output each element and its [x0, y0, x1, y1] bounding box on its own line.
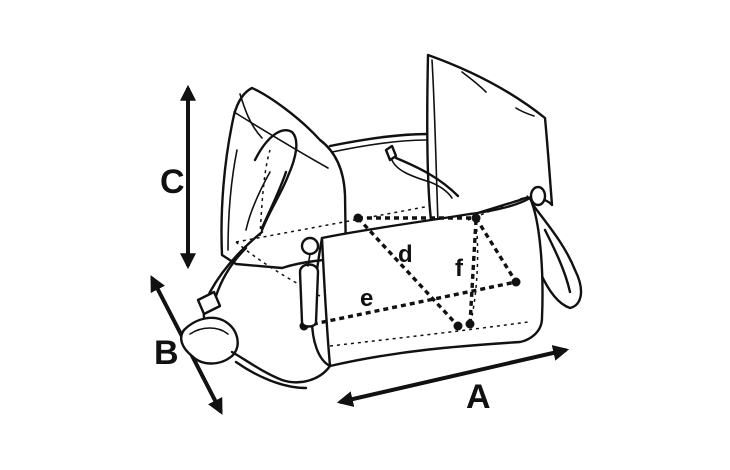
label-a: A — [466, 378, 491, 416]
label-e: e — [360, 285, 373, 312]
measure-point — [465, 319, 475, 329]
label-c: C — [160, 163, 185, 201]
strap-buckle — [196, 290, 222, 316]
shoulder-pad — [180, 316, 239, 365]
bag-handle-left — [253, 129, 298, 232]
zipper-pull — [298, 263, 320, 328]
strap-clip — [384, 144, 398, 162]
measure-point — [353, 213, 363, 223]
measure-point — [511, 277, 521, 287]
label-d: d — [398, 241, 413, 268]
measure-e-line — [303, 280, 517, 328]
measure-d-line — [356, 216, 460, 328]
measure-point — [453, 321, 463, 331]
label-b: B — [154, 334, 179, 372]
label-f: f — [455, 255, 464, 282]
measure-point — [471, 213, 481, 223]
shoulder-strap-right — [531, 203, 583, 310]
dimension-a-arrow — [336, 345, 570, 407]
